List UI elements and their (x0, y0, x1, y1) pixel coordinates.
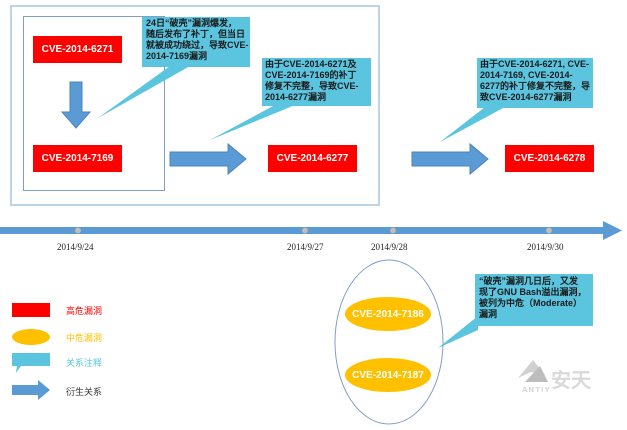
legend-derive-label: 衍生关系 (66, 387, 103, 397)
callout-3-shape (440, 58, 593, 142)
legend-medium-label: 中危漏洞 (66, 333, 103, 343)
callout-2-text: 由于CVE-2014-6271及 CVE-2014-7169的补丁 修复不完整，… (265, 59, 359, 102)
callout-4-text: “破壳”漏洞几日后，又发 现了GNU Bash溢出漏洞， 被列为中危（Moder… (479, 276, 587, 319)
callout-2-shape (210, 58, 371, 140)
legend-high-label: 高危漏洞 (66, 306, 103, 316)
callout-1-shape (98, 17, 250, 118)
node-cve-2014-6277: CVE-2014-6277 (268, 145, 357, 172)
callout-4-shape (438, 274, 593, 348)
derive-arrow-right-2 (411, 142, 489, 176)
derive-arrow-down (60, 81, 92, 129)
node-cve-2014-7187: CVE-2014-7187 (345, 358, 431, 392)
timeline-date-3: 2014/9/28 (371, 242, 408, 252)
timeline (0, 221, 622, 240)
group-frame-9-24-27 (10, 5, 380, 206)
legend-note-swatch (12, 353, 50, 373)
medium-group-ellipse (334, 259, 444, 425)
legend-note-label: 关系注释 (66, 358, 103, 368)
derive-arrow-right-1 (169, 142, 247, 176)
timeline-date-2: 2014/9/27 (287, 242, 324, 252)
timeline-date-1: 2014/9/24 (57, 242, 94, 252)
callout-3-text: 由于CVE-2014-6271, CVE- 2014-7169, CVE-201… (480, 59, 591, 102)
node-cve-2014-6271: CVE-2014-6271 (33, 36, 122, 63)
callout-1-text: 24日“破壳”漏洞爆发， 随后发布了补丁，但当日 就被成功绕过，导致CVE- 2… (146, 18, 249, 61)
node-cve-2014-7169: CVE-2014-7169 (33, 145, 122, 172)
node-cve-2014-7186: CVE-2014-7186 (345, 297, 431, 331)
legend-medium-swatch (12, 329, 50, 345)
timeline-date-4: 2014/9/30 (527, 242, 564, 252)
antiy-sub-text: ANTIY (522, 386, 551, 394)
legend-derive-swatch (12, 380, 50, 400)
antiy-logo-icon (518, 360, 548, 382)
group-frame-9-24 (23, 16, 165, 191)
node-cve-2014-6278: CVE-2014-6278 (505, 145, 594, 172)
antiy-brand-text: 安天 (551, 368, 591, 392)
legend-high-swatch (12, 303, 50, 317)
